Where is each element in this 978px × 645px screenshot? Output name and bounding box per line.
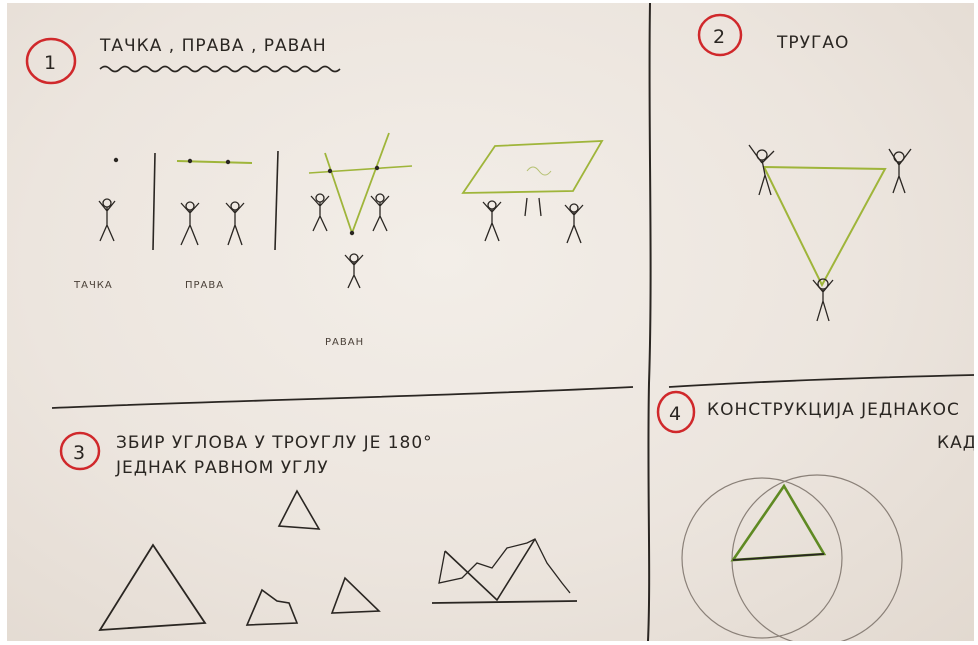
separator-2	[275, 151, 278, 250]
label-plane: РАВАН	[325, 337, 364, 348]
section-1-number: 1	[44, 52, 57, 74]
wavy-underline	[100, 67, 340, 72]
triangle-green	[764, 167, 885, 285]
section-3-title-line2: ЈЕДНАК РАВНОМ УГЛУ	[115, 458, 329, 478]
sketch-photo: 1 ТАЧКА , ПРАВА , РАВАН ТАЧКА ПРАВА	[7, 3, 974, 641]
label-line: ПРАВА	[185, 280, 224, 291]
section-4-title-line2: КАД	[937, 433, 974, 453]
horizontal-divider-right	[669, 375, 974, 387]
section-4-number: 4	[669, 403, 682, 425]
section-2-number: 2	[713, 26, 726, 48]
triangle-piece-left	[247, 590, 297, 625]
stick-figure	[749, 145, 911, 321]
section-3-number: 3	[73, 442, 86, 464]
section-1: 1 ТАЧКА , ПРАВА , РАВАН ТАЧКА ПРАВА	[27, 36, 602, 348]
plane-line-top	[309, 166, 412, 173]
stick-figure	[311, 194, 389, 288]
label-point: ТАЧКА	[73, 280, 113, 291]
triangle-piece-top	[279, 491, 319, 529]
section-3-title-line1: ЗБИР УГЛОВА У ТРОУГЛУ ЈЕ 180°	[116, 433, 433, 453]
angle-rays	[445, 539, 535, 600]
stick-figure	[181, 202, 244, 245]
section-3: 3 ЗБИР УГЛОВА У ТРОУГЛУ ЈЕ 180° ЈЕДНАК Р…	[61, 433, 577, 630]
separator-1	[153, 153, 155, 250]
triangle-base	[733, 554, 824, 560]
line-point-b	[226, 160, 230, 164]
point-dot	[114, 158, 118, 162]
triangle-whole	[100, 545, 205, 630]
section-4-title-line1: КОНСТРУКЦИЈА ЈЕДНАКОС	[707, 400, 960, 420]
section-2-title: ТРУГАО	[776, 33, 849, 53]
equilateral-triangle	[733, 486, 824, 560]
vertical-divider	[648, 3, 651, 641]
section-1-title: ТАЧКА , ПРАВА , РАВАН	[99, 36, 327, 56]
horizontal-divider-left	[52, 387, 633, 408]
section-4: 4 КОНСТРУКЦИЈА ЈЕДНАКОС КАД	[658, 392, 974, 641]
triangle-piece-right	[332, 578, 379, 613]
jagged-pieces	[439, 539, 570, 593]
stick-figure	[483, 198, 583, 243]
section-2: 2 ТРУГАО	[699, 15, 911, 321]
line-point-a	[188, 159, 192, 163]
stick-figure	[99, 199, 115, 241]
straight-angle-line	[432, 601, 577, 603]
